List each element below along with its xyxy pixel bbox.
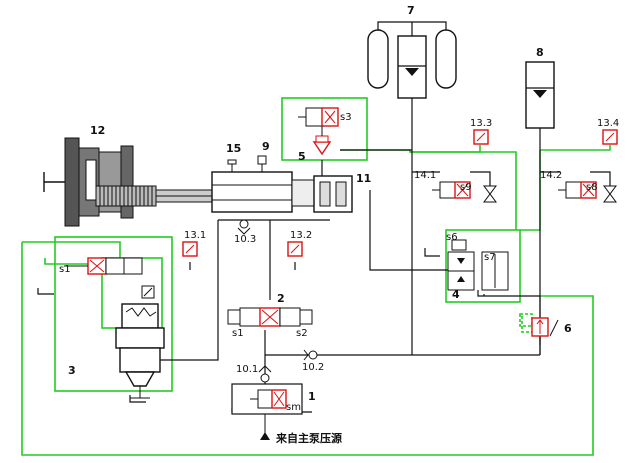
label-15: 15: [226, 142, 241, 155]
accumulator-8: [525, 61, 555, 129]
label-s8: s8: [586, 182, 598, 193]
label-s9: s9: [460, 182, 472, 193]
pressure-switch-13-3: [473, 129, 489, 145]
pump-source-label: 来自主泵压源: [275, 431, 342, 445]
valve-3-outer-frame: [54, 236, 173, 392]
pressure-switch-13-1: [182, 241, 198, 257]
label-14-2: 14.2: [540, 170, 562, 181]
valve-5: [298, 107, 339, 156]
label-12: 12: [90, 124, 105, 137]
label-13-3: 13.3: [470, 118, 492, 129]
label-s1-left: s1: [59, 264, 71, 275]
label-sm: sm: [286, 402, 301, 413]
check-valve-10-3: [237, 219, 251, 235]
valve-14-1: [432, 181, 497, 203]
label-s7: s7: [484, 252, 496, 263]
valve-4-frame: [445, 229, 521, 303]
check-valve-10-2: [303, 349, 318, 361]
label-6: 6: [564, 322, 572, 335]
label-14-1: 14.1: [414, 170, 436, 181]
label-13-4: 13.4: [597, 118, 619, 129]
valve-4: [447, 239, 509, 291]
label-13-2: 13.2: [290, 230, 312, 241]
label-7: 7: [407, 4, 415, 17]
label-s2: s2: [296, 328, 308, 339]
relief-valve-6: [531, 317, 559, 337]
label-13-1: 13.1: [184, 230, 206, 241]
label-8: 8: [536, 46, 544, 59]
valve-5-frame: [281, 97, 368, 161]
cylinder-11: [211, 155, 353, 213]
valve-3: [64, 257, 165, 399]
label-10-1: 10.1: [236, 364, 258, 375]
label-5: 5: [298, 150, 306, 163]
label-1: 1: [308, 390, 316, 403]
valve-1: [231, 383, 303, 440]
valve-14-2: [558, 181, 617, 203]
label-2: 2: [277, 292, 285, 305]
label-3: 3: [68, 364, 76, 377]
label-s3: s3: [340, 112, 352, 123]
check-valve-10-1: [258, 365, 272, 383]
label-4: 4: [452, 288, 460, 301]
label-9: 9: [262, 140, 270, 153]
valve-2: [227, 307, 313, 327]
outer-green-loop: [21, 242, 594, 456]
label-s1-mid: s1: [232, 328, 244, 339]
pressure-switch-13-2: [287, 241, 303, 257]
label-s6: s6: [446, 232, 458, 243]
label-10-3: 10.3: [234, 234, 256, 245]
accumulator-7: [367, 21, 457, 99]
label-10-2: 10.2: [302, 362, 324, 373]
mold-12: [43, 137, 215, 227]
pressure-switch-13-4: [602, 129, 618, 145]
label-11: 11: [356, 172, 371, 185]
